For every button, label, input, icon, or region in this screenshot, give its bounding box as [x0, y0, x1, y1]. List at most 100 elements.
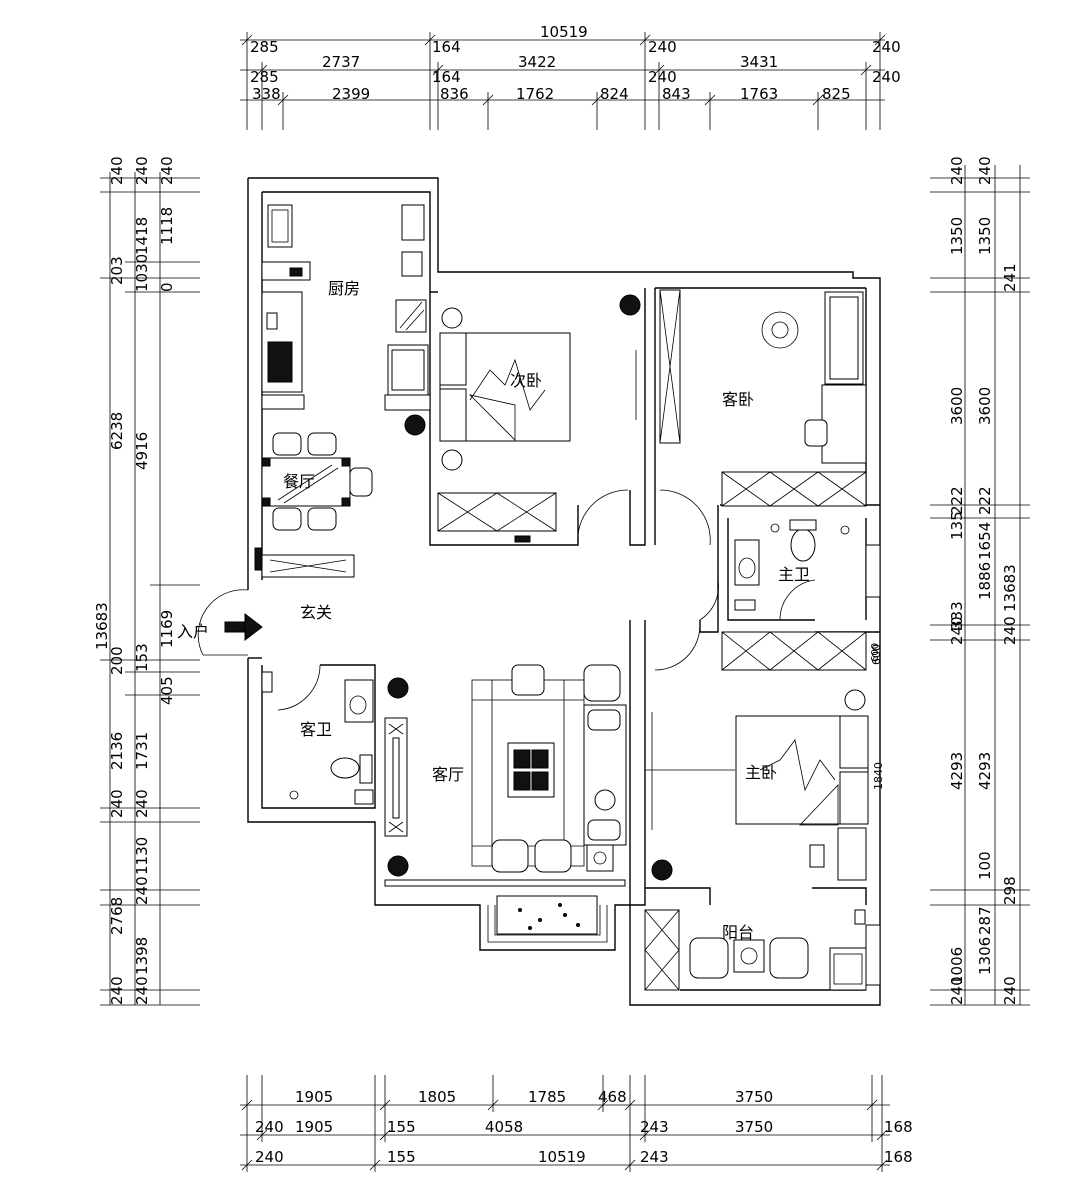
- chair-icon: [272, 432, 302, 456]
- dim-left: 6238: [108, 412, 126, 450]
- armchair-icon: [583, 664, 621, 702]
- dim-right: 333: [948, 601, 966, 630]
- left-col1: 240 203 6238 13683 200 2136 240 2768 240: [93, 156, 126, 1005]
- dim-right: 240: [948, 156, 966, 185]
- dim-top: 240: [648, 68, 677, 86]
- dim-left: 153: [133, 643, 151, 672]
- door-master-bedroom: [654, 624, 701, 671]
- dim-top: 836: [440, 85, 469, 103]
- dim-top: 285: [250, 38, 279, 56]
- chair-icon: [272, 507, 302, 531]
- dim-left: 203: [108, 256, 126, 285]
- stove-icon: [267, 341, 293, 383]
- dim-right: 1350: [976, 217, 994, 255]
- dim-right: 298: [1001, 876, 1019, 905]
- chair-icon: [307, 507, 337, 531]
- dim-bed-width: 1840: [872, 762, 885, 790]
- washing-machine-icon: [829, 947, 867, 991]
- dim-right: 222: [976, 486, 994, 515]
- dim-top: 240: [872, 68, 901, 86]
- dim-top: 1762: [516, 85, 554, 103]
- room-label-master-bedroom: 主卧: [745, 763, 777, 782]
- left-col3: 240 1118 0: [158, 156, 176, 292]
- chair-icon: [804, 419, 828, 447]
- window: [865, 924, 881, 986]
- lamp-icon: [441, 307, 463, 329]
- dim-bottom: 168: [884, 1118, 913, 1136]
- desk: [821, 384, 867, 464]
- dim-left: 2136: [108, 732, 126, 770]
- plant-icon: [404, 414, 426, 436]
- dim-right: 240: [1001, 616, 1019, 645]
- living-room-furniture: [384, 664, 627, 935]
- sink-icon: [344, 679, 374, 723]
- second-bedroom-furniture: [404, 294, 641, 543]
- balcony-furniture: [644, 859, 881, 991]
- master-bedroom-wall: [629, 620, 646, 906]
- room-label-second-bedroom: 次卧: [510, 371, 542, 390]
- second-bedroom-wall-east: [629, 288, 646, 546]
- door-guest-bath: [277, 664, 321, 711]
- right-col2: 240 1350 241 3600 222 1886 1654 240 600 …: [870, 156, 1019, 1005]
- dim-right: 241: [1001, 263, 1019, 292]
- master-bath-fixtures: [734, 519, 881, 611]
- tea-table: [733, 939, 765, 973]
- entry-arrow-icon: [224, 612, 263, 642]
- shower-icon: [840, 525, 850, 535]
- dim-right: 240: [976, 156, 994, 185]
- room-label-living: 客厅: [432, 765, 464, 784]
- dim-top: 285: [250, 68, 279, 86]
- dim-top: 164: [432, 38, 461, 56]
- sink-icon: [734, 539, 760, 586]
- guest-bedroom-furniture: [659, 289, 867, 507]
- chair-icon: [349, 467, 373, 497]
- top-dimensions: 10519 285 164 240 240 285 2737 164 3422 …: [240, 23, 901, 130]
- door-master-bath-inner: [779, 579, 816, 621]
- dim-bottom: 1905: [295, 1118, 333, 1136]
- dim-right: 1886: [976, 562, 994, 600]
- dim-right: 1350: [948, 217, 966, 255]
- chair-icon: [307, 432, 337, 456]
- dim-top: 824: [600, 85, 629, 103]
- dim-right: 1654: [976, 522, 994, 560]
- person-icon: [594, 789, 616, 811]
- master-bedroom-furniture: [645, 631, 881, 881]
- toilet-icon: [790, 528, 816, 562]
- room-label-dining: 餐厅: [283, 472, 315, 491]
- dim-left: 1118: [158, 207, 176, 245]
- dim-top: 3422: [518, 53, 556, 71]
- dim-bottom: 4058: [485, 1118, 523, 1136]
- room-label-guest-bath: 客卫: [300, 720, 332, 739]
- bottom-dimensions: 1905 1805 1785 468 3750 240 1905 155 405…: [240, 1075, 913, 1172]
- door-master-bath: [699, 579, 719, 621]
- dim-top: 240: [872, 38, 901, 56]
- second-bedroom-wall: [429, 292, 579, 546]
- door-entry: [197, 589, 249, 656]
- dim-left: 405: [158, 676, 176, 705]
- side-table: [586, 844, 614, 872]
- dim-left: 1169: [158, 610, 176, 648]
- dim-bottom: 155: [387, 1118, 416, 1136]
- dim-top: 843: [662, 85, 691, 103]
- balcony-cabinet: [644, 909, 680, 991]
- plant-icon: [651, 859, 673, 881]
- dim-top: 338: [252, 85, 281, 103]
- dim-bottom: 1805: [418, 1088, 456, 1106]
- right-dimensions: 240 1350 3600 222 135 333 240 4293 1006 …: [870, 156, 1030, 1006]
- toilet-icon: [330, 757, 360, 779]
- dim-top: 164: [432, 68, 461, 86]
- dim-right: 4293: [976, 752, 994, 790]
- dim-left: 4916: [133, 432, 151, 470]
- dim-bottom-total: 10519: [538, 1148, 586, 1166]
- dim-top: 2737: [322, 53, 360, 71]
- dim-left: 1130: [133, 837, 151, 875]
- doors: [197, 489, 816, 711]
- dim-right: 240: [948, 976, 966, 1005]
- armchair-icon: [534, 839, 572, 873]
- dim-top: 1763: [740, 85, 778, 103]
- dim-left: 2768: [108, 897, 126, 935]
- dim-right: 222: [948, 486, 966, 515]
- room-label-guest-bedroom: 客卧: [722, 390, 754, 409]
- dim-top: 825: [822, 85, 851, 103]
- dim-left: 1418: [133, 217, 151, 255]
